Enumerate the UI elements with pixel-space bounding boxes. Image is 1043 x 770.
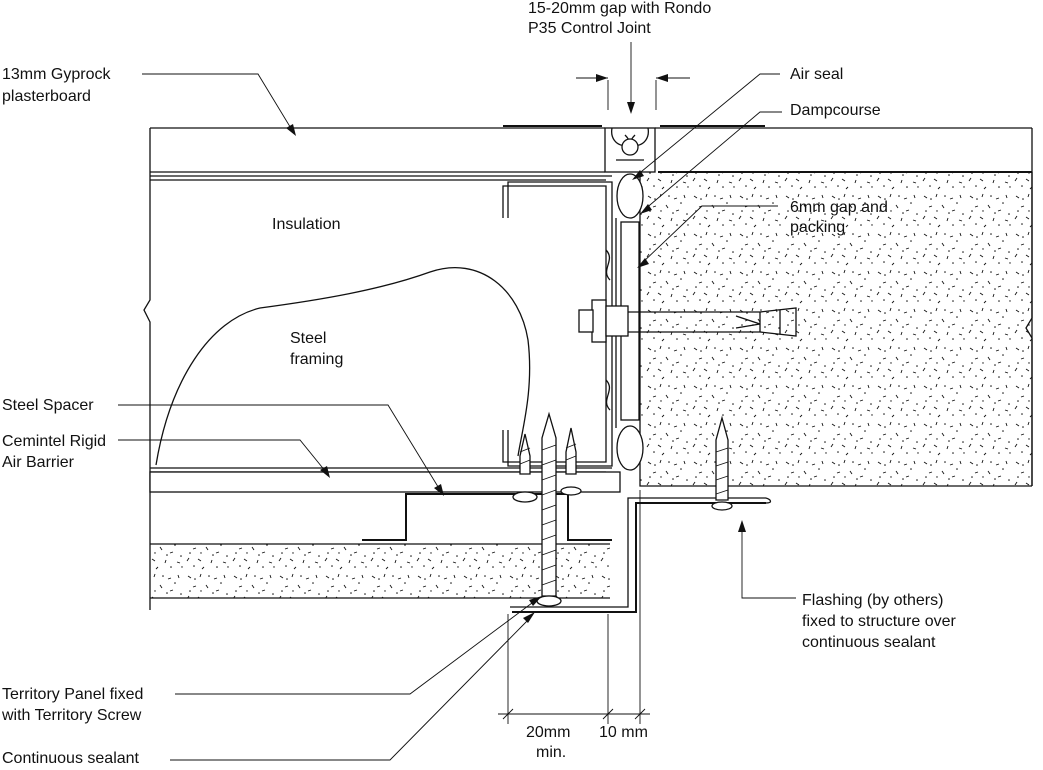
territory-screws <box>512 411 733 607</box>
anchor-bolt <box>578 299 797 343</box>
steel-framing-label-2: framing <box>290 351 344 368</box>
territory-panel-label-1: Territory Panel fixed <box>2 686 144 703</box>
steel-spacer <box>362 493 612 541</box>
dimension-20mm-label-2: min. <box>536 744 567 761</box>
cemintel-air-barrier <box>149 471 621 493</box>
leader-lines <box>118 73 796 761</box>
gap-packing-label-2: packing <box>790 219 846 236</box>
territory-panel <box>150 543 610 599</box>
air-seal-label: Air seal <box>790 66 844 83</box>
flashing <box>510 497 772 613</box>
control-joint-label-1: 15-20mm gap with Rondo <box>528 0 712 17</box>
rondo-p35-control-joint <box>503 125 765 173</box>
gyprock-label-1: 13mm Gyprock <box>2 66 111 83</box>
flashing-label-1: Flashing (by others) <box>802 592 944 609</box>
air-seal-and-packing <box>615 173 644 471</box>
flashing-label-2: fixed to structure over <box>802 613 956 630</box>
insulation-label: Insulation <box>272 216 341 233</box>
flashing-label-3: continuous sealant <box>802 634 936 651</box>
cemintel-label-2: Air Barrier <box>2 454 75 471</box>
steel-framing <box>150 175 613 473</box>
gyprock-plasterboard <box>143 127 1033 610</box>
dimension-10mm-label: 10 mm <box>599 724 648 741</box>
dimension-lines <box>498 42 690 724</box>
insulation-outline <box>155 267 531 466</box>
control-joint-label-2: P35 Control Joint <box>528 20 651 37</box>
dimension-20mm-label-1: 20mm <box>526 724 571 741</box>
continuous-sealant-label: Continuous sealant <box>2 750 139 767</box>
cemintel-label-1: Cemintel Rigid <box>2 433 107 450</box>
steel-spacer-label: Steel Spacer <box>2 397 94 414</box>
gap-packing-label-1: 6mm gap and <box>790 199 888 216</box>
gyprock-label-2: plasterboard <box>2 88 91 105</box>
steel-framing-label-1: Steel <box>290 330 327 347</box>
dampcourse-label: Dampcourse <box>790 102 881 119</box>
territory-panel-label-2: with Territory Screw <box>2 707 142 724</box>
